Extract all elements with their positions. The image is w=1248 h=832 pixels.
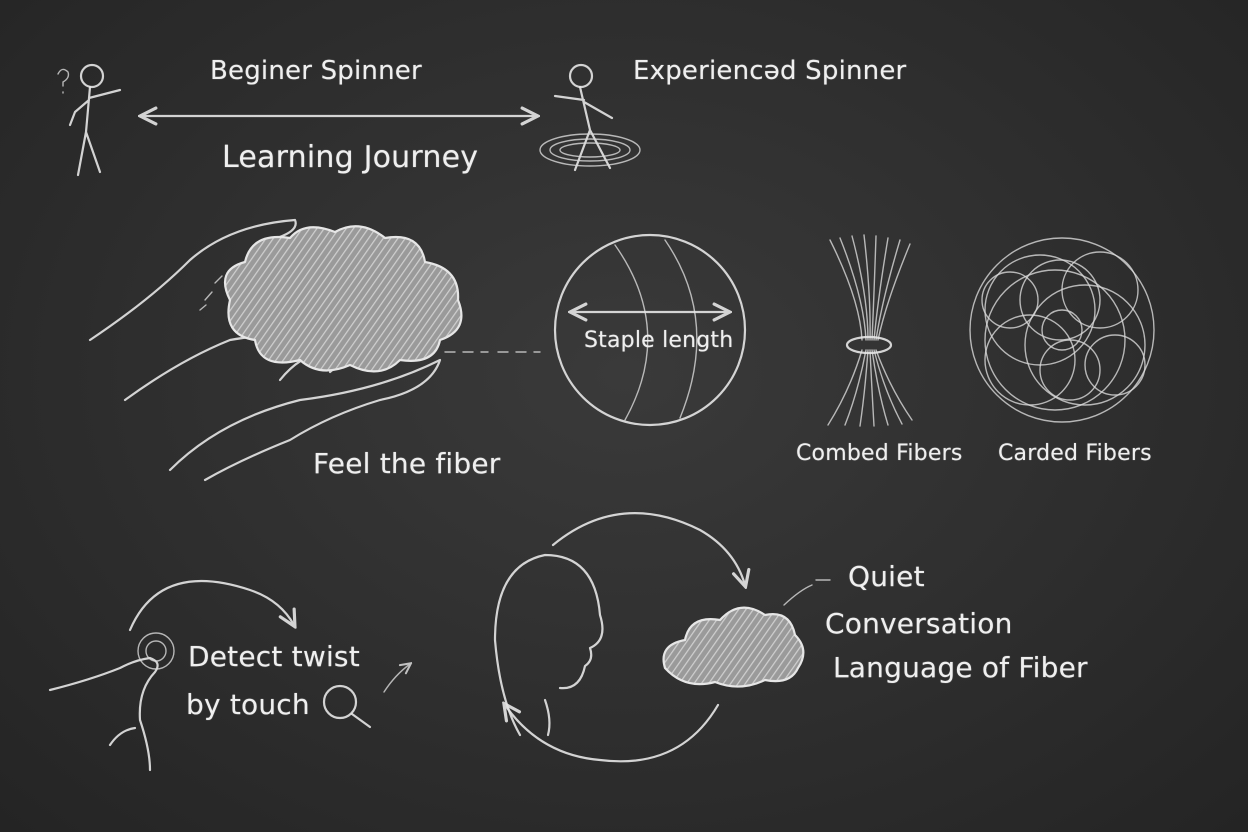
feel-the-fiber-label: Feel the fiber [313,447,501,480]
hands-holding-fiber-icon [88,218,541,482]
head-profile-icon [493,553,604,737]
combed-fibers-icon [827,234,913,427]
finger-touch-icon [48,579,294,772]
beginner-spinner-label: Beginer Spinner [210,56,422,86]
learning-journey-label: Learning Journey [222,140,479,175]
language-of-fiber-label: Language of Fiber [833,651,1088,684]
combed-fibers-label: Combed Fibers [796,441,963,466]
detect-twist-label: Detect twist [188,640,360,673]
experienced-spinner-label: Experiencәd Spinner [633,56,907,86]
conversation-label: Conversation [825,607,1013,640]
staple-length-label: Staple length [584,328,734,353]
staple-length-circle-icon [553,233,747,427]
magnifier-icon [322,664,410,729]
experienced-figure-icon [539,63,641,172]
by-touch-label: by touch [186,688,310,721]
cycle-arrow-top [551,512,745,585]
beginner-figure-icon [57,63,122,177]
carded-fibers-label: Carded Fibers [998,441,1152,466]
quiet-label: Quiet [848,560,925,593]
cycle-arrow-bottom [505,705,720,763]
conversation-cloud-icon [662,579,831,688]
carded-fibers-icon [969,237,1155,423]
